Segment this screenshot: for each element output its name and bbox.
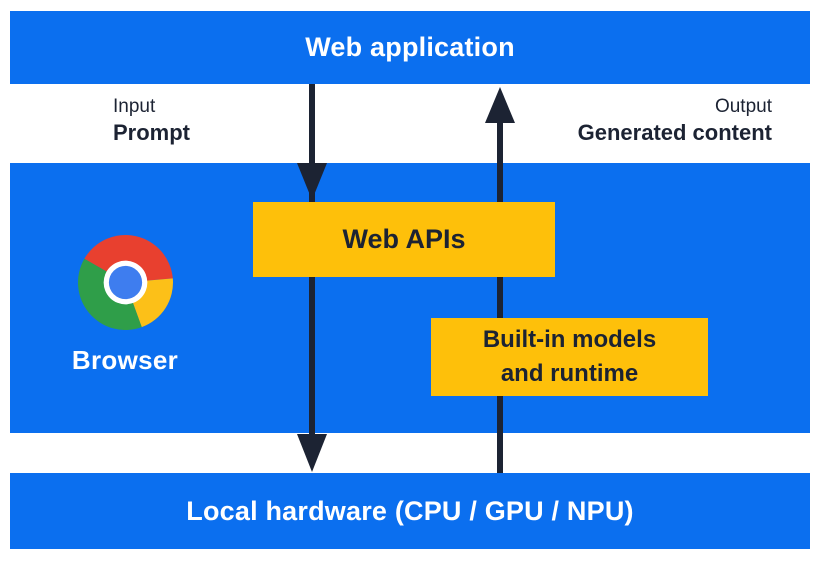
chrome-browser-icon bbox=[77, 235, 173, 330]
builtin-models-label: Built-in models and runtime bbox=[483, 323, 656, 391]
web-apis-label: Web APIs bbox=[342, 224, 466, 254]
output-generated-content-label: Output Generated content bbox=[578, 95, 772, 146]
web-application-label: Web application bbox=[305, 32, 515, 62]
local-hardware-label: Local hardware (CPU / GPU / NPU) bbox=[186, 495, 634, 526]
output-caption: Output bbox=[714, 96, 772, 117]
input-value: Prompt bbox=[113, 119, 190, 145]
chrome-logo-blue-center bbox=[108, 265, 142, 300]
browser-group: Browser bbox=[55, 235, 195, 376]
up-arrow-line bbox=[497, 115, 503, 473]
builtin-models-line1: Built-in models bbox=[482, 326, 657, 353]
output-value: Generated content bbox=[577, 119, 772, 145]
down-arrowhead-to-local-hardware bbox=[297, 434, 327, 472]
builtin-models-line2: and runtime bbox=[500, 360, 639, 387]
chrome-logo-red-segment bbox=[83, 235, 173, 283]
builtin-models-box: Built-in models and runtime bbox=[431, 318, 708, 396]
web-application-layer: Web application bbox=[10, 11, 810, 84]
browser-label: Browser bbox=[71, 345, 179, 375]
web-apis-box: Web APIs bbox=[253, 202, 555, 277]
local-hardware-layer: Local hardware (CPU / GPU / NPU) bbox=[10, 473, 810, 549]
input-caption: Input bbox=[113, 96, 156, 117]
input-prompt-label: Input Prompt bbox=[113, 95, 190, 146]
up-arrowhead-to-web-application bbox=[485, 87, 515, 123]
